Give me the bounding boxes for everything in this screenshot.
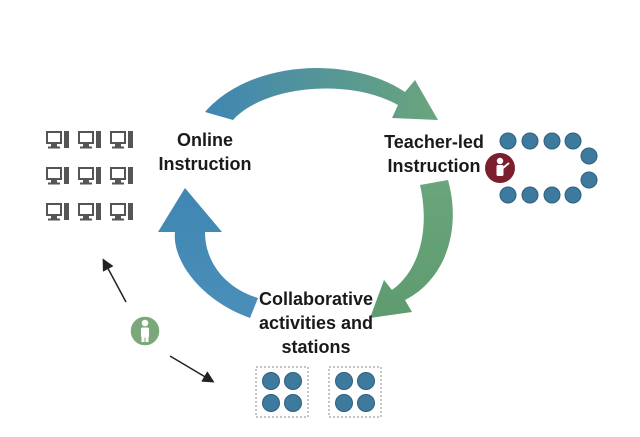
desktop-computer-icon: [78, 131, 101, 149]
seat-dot-icon: [564, 186, 582, 204]
seat-dot-icon: [499, 186, 517, 204]
cycle-arrow-top: [205, 67, 438, 120]
seat-dot-icon: [543, 186, 561, 204]
seat-dot-icon: [499, 132, 517, 150]
seat-dot-icon: [521, 132, 539, 150]
desktop-computer-icon: [46, 203, 69, 221]
desktop-computer-icon: [110, 167, 133, 185]
teacher-led-instruction-label: Teacher-led Instruction: [384, 132, 484, 176]
cycle-arrow-right: [370, 180, 453, 318]
collaborative-stations: [255, 366, 382, 418]
desktop-computer-icon: [78, 167, 101, 185]
station-table: [255, 366, 309, 418]
collaborative-activities-label: Collaborative activities and stations: [258, 289, 374, 357]
movement-arrow-down: [169, 355, 215, 383]
seat-dot-icon: [284, 372, 302, 390]
seat-dot-icon: [262, 372, 280, 390]
online-instruction-label: Online Instruction: [158, 130, 252, 174]
desktop-computer-icon: [46, 131, 69, 149]
desktop-computer-icon: [110, 131, 133, 149]
seat-dot-icon: [580, 171, 598, 189]
seat-dot-icon: [580, 147, 598, 165]
desktop-computer-icon: [110, 203, 133, 221]
student-icon: [129, 315, 161, 347]
station-table: [328, 366, 382, 418]
computer-grid: [46, 131, 133, 221]
seat-dot-icon: [357, 394, 375, 412]
seat-dot-icon: [357, 372, 375, 390]
seat-dot-icon: [335, 372, 353, 390]
seat-dot-icon: [521, 186, 539, 204]
movement-arrow-up: [102, 258, 127, 303]
seat-dot-icon: [564, 132, 582, 150]
seat-dot-icon: [335, 394, 353, 412]
cycle-arrow-left: [158, 188, 258, 318]
seat-dot-icon: [284, 394, 302, 412]
desktop-computer-icon: [78, 203, 101, 221]
desktop-computer-icon: [46, 167, 69, 185]
teacher-led-seating: [499, 132, 598, 204]
teacher-icon: [485, 153, 515, 183]
seat-dot-icon: [543, 132, 561, 150]
seat-dot-icon: [262, 394, 280, 412]
